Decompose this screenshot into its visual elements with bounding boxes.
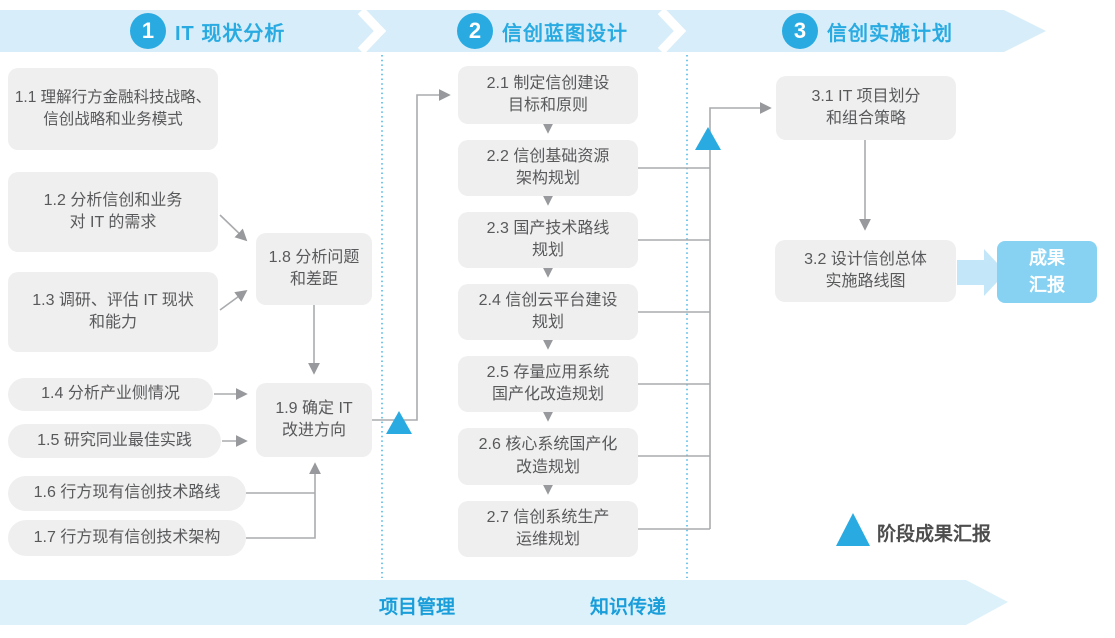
task-box-2-1: 2.1 制定信创建设 目标和原则 bbox=[458, 66, 638, 124]
phase-3-number-badge: 3 bbox=[782, 13, 818, 49]
banner-chevron-separator-2 bbox=[657, 7, 687, 55]
phase-2-title: 信创蓝图设计 bbox=[502, 22, 628, 45]
outcome-big-arrow bbox=[957, 249, 1006, 296]
milestone-triangle-phase2 bbox=[695, 127, 721, 150]
task-box-2-3: 2.3 国产技术路线 规划 bbox=[458, 212, 638, 268]
milestone-triangle-phase1 bbox=[386, 411, 412, 434]
task-box-3-2: 3.2 设计信创总体 实施路线图 bbox=[775, 240, 956, 302]
collector-to-3-1 bbox=[709, 102, 772, 529]
task-box-1-7: 1.7 行方现有信创技术架构 bbox=[8, 520, 246, 556]
banner-chevron-separator-1 bbox=[357, 7, 387, 55]
task-box-1-3: 1.3 调研、评估 IT 现状 和能力 bbox=[8, 272, 218, 352]
bottom-banner-shape bbox=[0, 580, 1008, 625]
task-box-1-5: 1.5 研究同业最佳实践 bbox=[8, 424, 221, 458]
task-box-1-1: 1.1 理解行方金融科技战略、 信创战略和业务模式 bbox=[8, 68, 218, 150]
connector-1-9-to-2-1 bbox=[372, 89, 451, 421]
connector-1-2-to-1-8 bbox=[219, 214, 248, 242]
outcome-report-box: 成果 汇报 bbox=[997, 241, 1097, 303]
task-box-2-5: 2.5 存量应用系统 国产化改造规划 bbox=[458, 356, 638, 412]
task-box-1-6: 1.6 行方现有信创技术路线 bbox=[8, 476, 246, 511]
task-box-2-7: 2.7 信创系统生产 运维规划 bbox=[458, 501, 638, 557]
task-box-1-8: 1.8 分析问题 和差距 bbox=[256, 233, 372, 305]
phase-header-1: 1 IT 现状分析 bbox=[130, 13, 285, 49]
task-box-2-6: 2.6 核心系统国产化 改造规划 bbox=[458, 428, 638, 485]
phase-header-2: 2 信创蓝图设计 bbox=[457, 13, 628, 49]
connector-1-7-to-1-9 bbox=[246, 462, 321, 539]
legend-milestone-label: 阶段成果汇报 bbox=[877, 524, 992, 545]
connector-1-3-to-1-8 bbox=[219, 289, 248, 311]
phase-1-number-badge: 1 bbox=[130, 13, 166, 49]
footer-knowledge-transfer-label: 知识传递 bbox=[590, 597, 667, 618]
task-box-1-2: 1.2 分析信创和业务 对 IT 的需求 bbox=[8, 172, 218, 252]
legend-milestone-triangle bbox=[836, 513, 870, 546]
task-box-1-9: 1.9 确定 IT 改进方向 bbox=[256, 383, 372, 457]
task-box-1-4: 1.4 分析产业侧情况 bbox=[8, 378, 213, 411]
task-box-3-1: 3.1 IT 项目划分 和组合策略 bbox=[776, 76, 956, 140]
phase-2-number-badge: 2 bbox=[457, 13, 493, 49]
phase-header-3: 3 信创实施计划 bbox=[782, 13, 953, 49]
task-box-2-2: 2.2 信创基础资源 架构规划 bbox=[458, 140, 638, 196]
task-box-2-4: 2.4 信创云平台建设 规划 bbox=[458, 284, 638, 340]
phase-1-title: IT 现状分析 bbox=[175, 22, 286, 45]
footer-project-management-label: 项目管理 bbox=[379, 597, 456, 618]
phase-3-title: 信创实施计划 bbox=[827, 22, 953, 45]
